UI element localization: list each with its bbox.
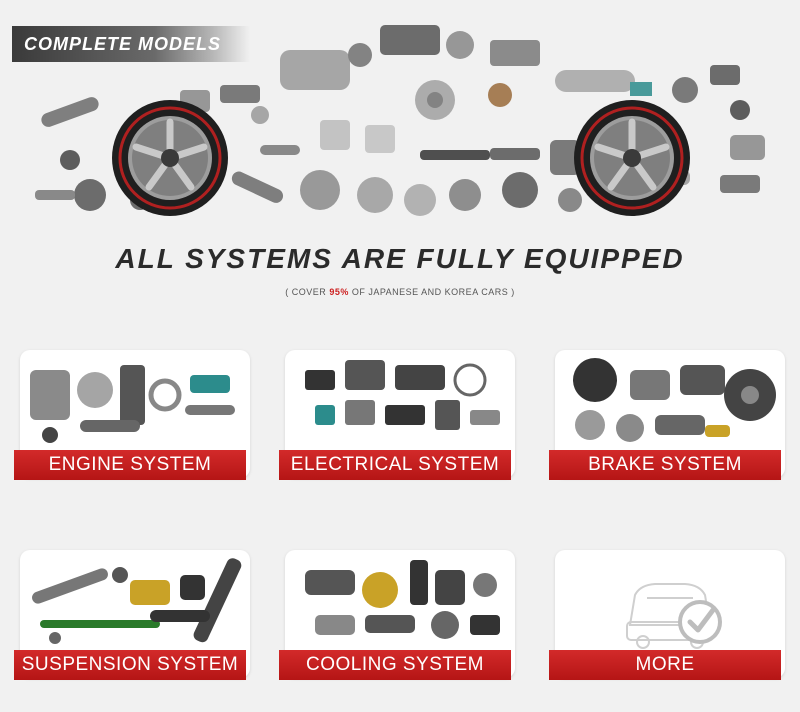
car-check-icon (626, 583, 722, 649)
subline-suffix: OF JAPANESE AND KOREA CARS ) (348, 287, 515, 297)
brake-parts-icon (573, 358, 776, 442)
electrical-system-label[interactable]: ELECTRICAL SYSTEM (279, 450, 511, 480)
suspension-parts-icon (32, 558, 242, 644)
complete-models-badge: COMPLETE MODELS (12, 26, 250, 62)
more-label[interactable]: MORE (549, 650, 781, 680)
engine-system-label[interactable]: ENGINE SYSTEM (14, 450, 246, 480)
headline: ALL SYSTEMS ARE FULLY EQUIPPED (115, 243, 685, 274)
suspension-system-label[interactable]: SUSPENSION SYSTEM (14, 650, 246, 680)
badge-text: COMPLETE MODELS (24, 33, 222, 54)
hero-parts-car-illustration (35, 25, 765, 216)
cooling-system-label[interactable]: COOLING SYSTEM (279, 650, 511, 680)
coverage-percent: 95% (329, 287, 349, 297)
left-wheel-icon (112, 100, 228, 216)
right-wheel-icon (574, 100, 690, 216)
engine-parts-icon (30, 365, 235, 443)
coverage-subline: ( COVER 95% OF JAPANESE AND KOREA CARS ) (0, 287, 800, 297)
subline-prefix: ( COVER (285, 287, 330, 297)
electrical-parts-icon (305, 360, 500, 430)
brake-system-label[interactable]: BRAKE SYSTEM (549, 450, 781, 480)
cooling-parts-icon (305, 560, 500, 639)
